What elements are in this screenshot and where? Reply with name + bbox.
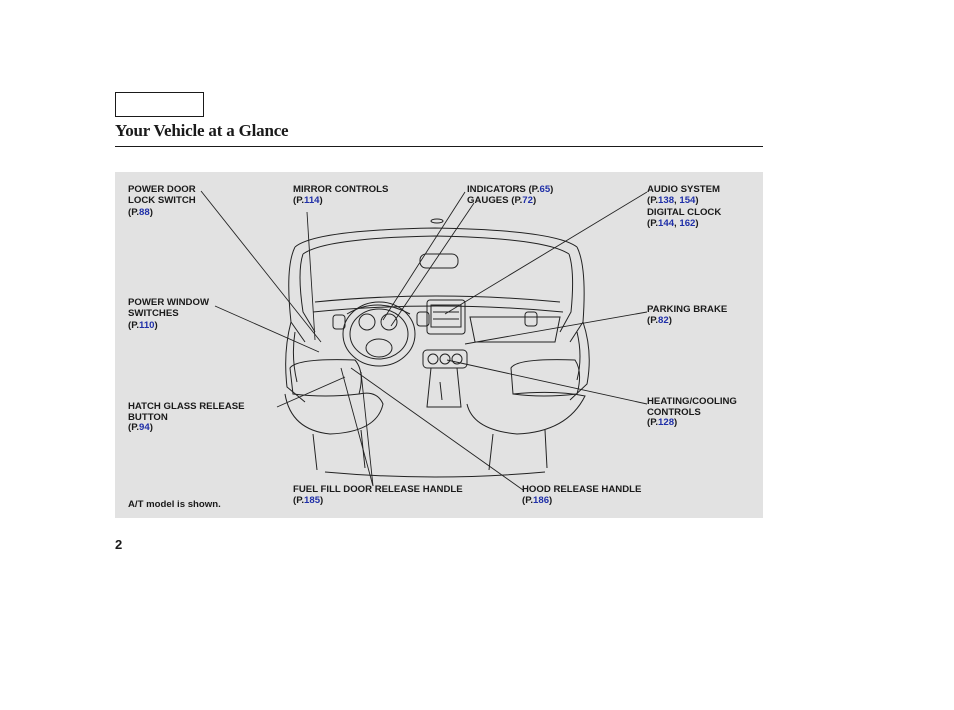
- callout-power-door-lock: POWER DOOR LOCK SWITCH (P.88): [128, 185, 196, 219]
- page-link-162[interactable]: 162: [679, 218, 695, 229]
- page-link-186[interactable]: 186: [533, 495, 549, 506]
- callout-heating-cooling: HEATING/COOLING CONTROLS (P.128): [647, 397, 737, 429]
- callout-hatch-glass: HATCH GLASS RELEASE BUTTON (P.94): [128, 402, 245, 434]
- callout-audio-clock: AUDIO SYSTEM (P.138, 154) DIGITAL CLOCK …: [647, 185, 721, 229]
- page-link-65[interactable]: 65: [540, 184, 551, 195]
- left-vent: [333, 315, 345, 329]
- leader-power-door-lock: [201, 191, 321, 342]
- dash-top-lower: [313, 306, 563, 312]
- leader-hood-release: [351, 368, 523, 490]
- page-link-114[interactable]: 114: [304, 195, 319, 206]
- driver-seat-back: [290, 360, 361, 396]
- shift-lever: [440, 382, 442, 400]
- right-a-pillar-inner: [560, 254, 573, 332]
- callout-indicators-gauges: INDICATORS (P.65) GAUGES (P.72): [467, 185, 553, 206]
- leader-fuel-fill-b: [361, 372, 373, 486]
- leader-indicators: [383, 192, 465, 320]
- title-rule: [115, 146, 763, 147]
- callout-mirror-controls: MIRROR CONTROLS (P.114): [293, 185, 388, 206]
- climate-panel: [423, 350, 467, 368]
- passenger-seat-back: [511, 360, 580, 396]
- vehicle-diagram-panel: POWER DOOR LOCK SWITCH (P.88) MIRROR CON…: [115, 172, 763, 518]
- leader-hatch-glass: [277, 377, 345, 407]
- page-link-154[interactable]: 154: [679, 195, 695, 206]
- callout-fuel-fill: FUEL FILL DOOR RELEASE HANDLE (P.185): [293, 485, 463, 506]
- leader-audio: [445, 192, 647, 314]
- callout-hood-release: HOOD RELEASE HANDLE (P.186): [522, 485, 641, 506]
- section-tab: [115, 92, 204, 117]
- steering-wheel-outer: [343, 302, 415, 366]
- roof-inner: [303, 236, 569, 254]
- steering-hub: [366, 339, 392, 357]
- page-link-138[interactable]: 138: [658, 195, 674, 206]
- floor-line: [325, 472, 545, 477]
- rearview-mirror: [420, 254, 458, 268]
- climate-knob-center: [440, 354, 450, 364]
- model-note: A/T model is shown.: [128, 499, 221, 510]
- right-vent: [525, 312, 537, 326]
- callout-parking-brake: PARKING BRAKE (P.82): [647, 305, 727, 326]
- center-console: [427, 368, 461, 407]
- page-link-82[interactable]: 82: [658, 315, 669, 326]
- left-door-panel: [293, 332, 297, 382]
- left-a-pillar-inner: [300, 254, 315, 332]
- steering-wheel-inner: [350, 309, 408, 359]
- leader-fuel-fill-a: [341, 368, 373, 486]
- page-link-110[interactable]: 110: [139, 320, 154, 331]
- page-link-128[interactable]: 128: [658, 417, 674, 428]
- page-number: 2: [115, 537, 122, 552]
- page-link-94[interactable]: 94: [139, 422, 150, 433]
- page-link-88[interactable]: 88: [139, 207, 150, 218]
- page-title: Your Vehicle at a Glance: [115, 121, 288, 141]
- driver-seat-cushion: [285, 393, 383, 434]
- tachometer: [381, 314, 397, 330]
- speedometer: [359, 314, 375, 330]
- page-link-72[interactable]: 72: [522, 195, 533, 206]
- passenger-seat-cushion: [467, 392, 585, 434]
- climate-knob-left: [428, 354, 438, 364]
- page-link-144[interactable]: 144: [658, 218, 674, 229]
- passenger-seat-legs: [489, 430, 547, 470]
- audio-unit: [431, 305, 461, 327]
- leader-heating-cooling: [447, 360, 647, 404]
- dash-top: [315, 296, 560, 302]
- page-link-185[interactable]: 185: [304, 495, 320, 506]
- dome-light: [431, 219, 443, 223]
- driver-seat-legs: [313, 430, 365, 470]
- callout-power-window: POWER WINDOW SWITCHES (P.110): [128, 298, 209, 332]
- leader-gauges: [391, 203, 474, 326]
- left-a-pillar: [289, 247, 305, 342]
